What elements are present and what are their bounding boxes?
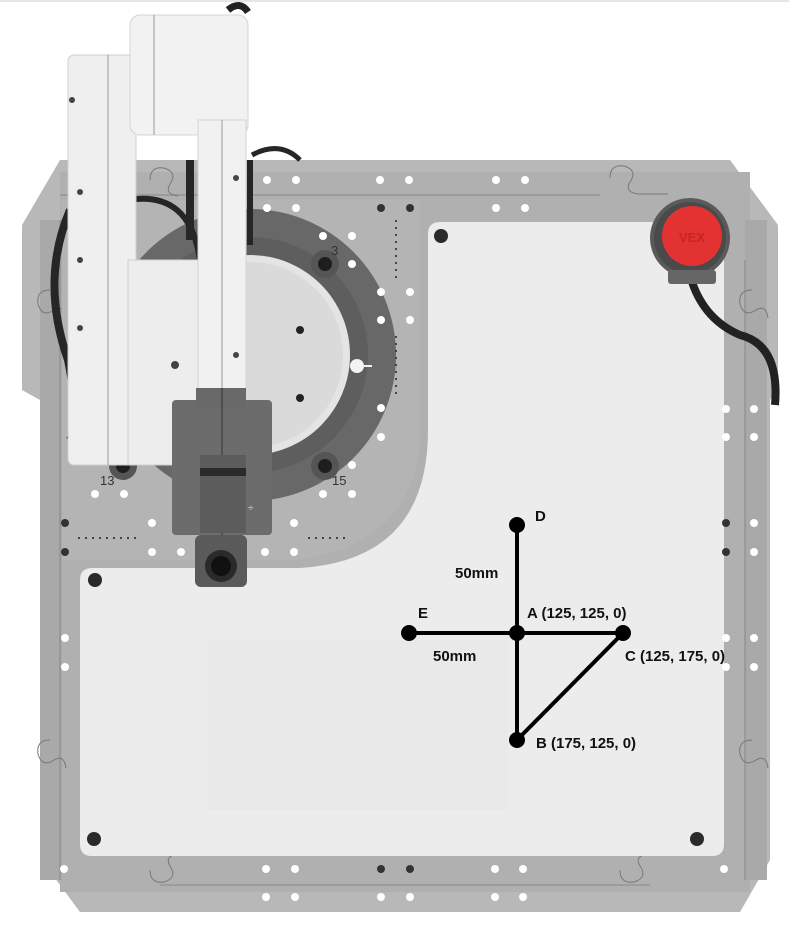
arm-link-upper <box>129 14 249 136</box>
stop-button-logo: VEX <box>679 230 705 245</box>
turntable-marker-13: 13 <box>100 473 115 488</box>
turntable-marker-3: 3 <box>331 243 339 258</box>
dimension-ae-label: 50mm <box>433 648 477 665</box>
point-b-label: B (175, 125, 0) <box>536 735 637 752</box>
point-a-label: A (125, 125, 0) <box>527 605 627 622</box>
stop-button <box>662 206 722 266</box>
coordinate-diagram <box>401 517 631 748</box>
point-c-label: C (125, 175, 0) <box>625 648 726 665</box>
stop-cable <box>688 280 780 406</box>
dimension-ad-label: 50mm <box>455 565 499 582</box>
turntable-marker-15: 15 <box>332 473 347 488</box>
svg-text:÷: ÷ <box>248 503 254 514</box>
point-e-label: E <box>418 605 429 622</box>
top-border <box>0 0 789 2</box>
point-d-label: D <box>535 508 546 525</box>
